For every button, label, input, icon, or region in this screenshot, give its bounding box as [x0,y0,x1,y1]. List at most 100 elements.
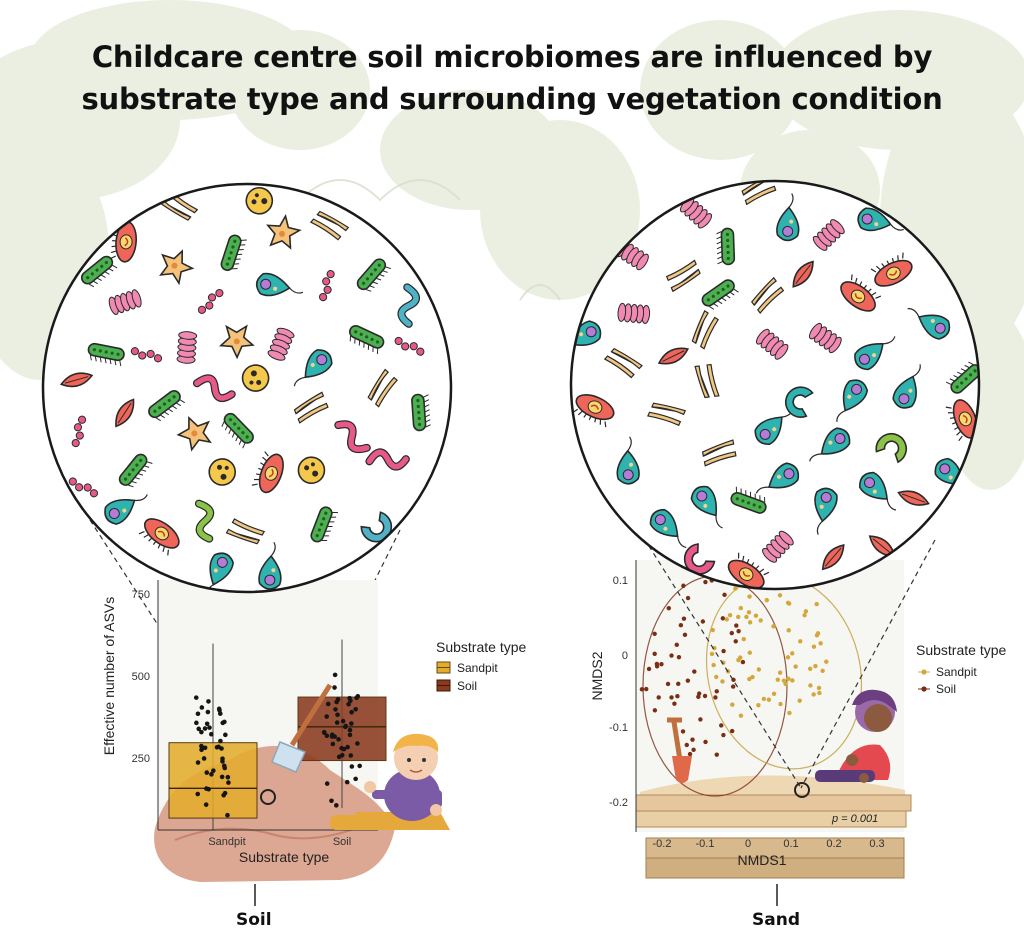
box-point-soil [353,776,358,782]
box-point-soil [349,764,355,769]
box-point-sandpit [206,699,211,704]
microbe-bean [309,210,350,241]
box-point-soil [334,720,340,725]
microbe-blob [245,186,274,215]
microbe-bean [367,368,398,408]
microbe-worm [194,499,215,543]
boxplot-legend-sandpit: Sandpit [457,661,498,675]
box-point-sandpit [217,711,223,716]
box-point-sandpit [226,780,231,785]
box-point-sandpit [205,709,211,715]
box-point-soil [322,730,327,735]
box-point-sandpit [195,791,201,797]
box-point-sandpit [225,774,231,780]
box-point-sandpit [206,786,211,792]
box-point-sandpit [204,770,210,775]
microbe-chain [130,347,163,363]
microbe-star [159,249,195,286]
box-point-soil [324,714,330,719]
box-point-soil [336,754,342,760]
box-point-sandpit [209,731,214,737]
microbe-leaf [115,398,135,428]
microbe-star [176,415,212,452]
box-point-soil [324,781,330,786]
boxplot-y-axis-title: Effective number of ASVs [101,597,117,756]
microbe-blob [208,458,237,486]
box-soil [297,696,387,762]
microbe-seg [267,327,295,361]
microbe-leaf [59,372,94,388]
microbe-eye [110,221,137,263]
box-point-soil [344,779,350,785]
box-point-soil [348,698,353,704]
box-point-sandpit [221,792,226,798]
box-point-soil [330,741,336,747]
box-point-sandpit [202,745,208,751]
box-point-soil [332,672,338,678]
box-point-soil [332,734,337,739]
box-point-sandpit [219,774,225,780]
sand-caption: Sand [752,910,800,930]
box-point-sandpit [204,721,210,727]
soil-caption: Soil [236,910,272,930]
microbe-rod [221,412,254,449]
box-point-sandpit [199,747,204,753]
box-point-soil [341,746,347,752]
box-point-soil [349,721,354,726]
box-point-sandpit [207,725,212,730]
microbe-drop [258,541,282,590]
microbe-drop [205,552,234,592]
microbe-star [218,324,255,360]
microbe-worm [334,420,371,454]
title-line-1: Childcare centre soil microbiomes are in… [91,40,933,74]
box-point-soil [334,803,339,808]
microbe-drop [255,272,304,297]
box-point-sandpit [194,720,199,726]
box-point-sandpit [196,726,202,732]
box-point-sandpit [199,743,204,749]
microbe-eye [251,451,284,494]
box-point-sandpit [218,738,223,744]
box-point-soil [347,732,353,738]
microbe-rod [220,234,247,271]
microbe-rod [411,393,431,432]
box-point-soil [343,723,348,729]
box-point-sandpit [219,746,224,751]
box-point-soil [349,709,354,715]
microbe-drop [104,494,148,525]
box-point-soil [335,712,340,718]
soil-panel: 750 500 250 Sandpit Soil Substrate type … [41,182,526,906]
boxplot-xtick-soil: Soil [333,836,351,848]
box-point-sandpit [223,732,228,738]
zoom-source-circle-left [260,789,276,805]
box-point-sandpit [214,744,220,750]
microbe-worm [397,283,420,328]
child-illustration [330,733,450,830]
microbe-blob [241,364,270,392]
microbe-rod [80,255,118,288]
boxplot-ytick-250: 250 [132,753,150,765]
microbe-rod [356,258,392,292]
boxplot-x-axis-title: Substrate type [239,849,329,865]
box-point-sandpit [220,756,225,762]
box-point-sandpit [211,768,216,773]
box-point-sandpit [203,802,209,807]
boxplot-legend: Substrate type Sandpit Soil [436,639,526,693]
microbe-chain [71,415,87,448]
microbe-rod [348,325,385,355]
microbe-chain [68,477,99,498]
boxplot-ytick-500: 500 [132,671,150,683]
box-point-soil [340,718,346,724]
boxplot-legend-soil: Soil [457,679,477,693]
microbe-blob [297,456,326,485]
microbe-c [360,511,393,543]
box-point-soil [353,706,358,712]
box-point-sandpit [202,726,208,731]
microbe-chain [197,288,224,314]
microbe-chain [319,269,335,302]
box-point-sandpit [199,705,205,710]
box-point-soil [357,763,362,769]
title-line-2: substrate type and surrounding vegetatio… [81,82,943,116]
microbe-rod [118,453,153,488]
box-point-sandpit [201,756,207,761]
